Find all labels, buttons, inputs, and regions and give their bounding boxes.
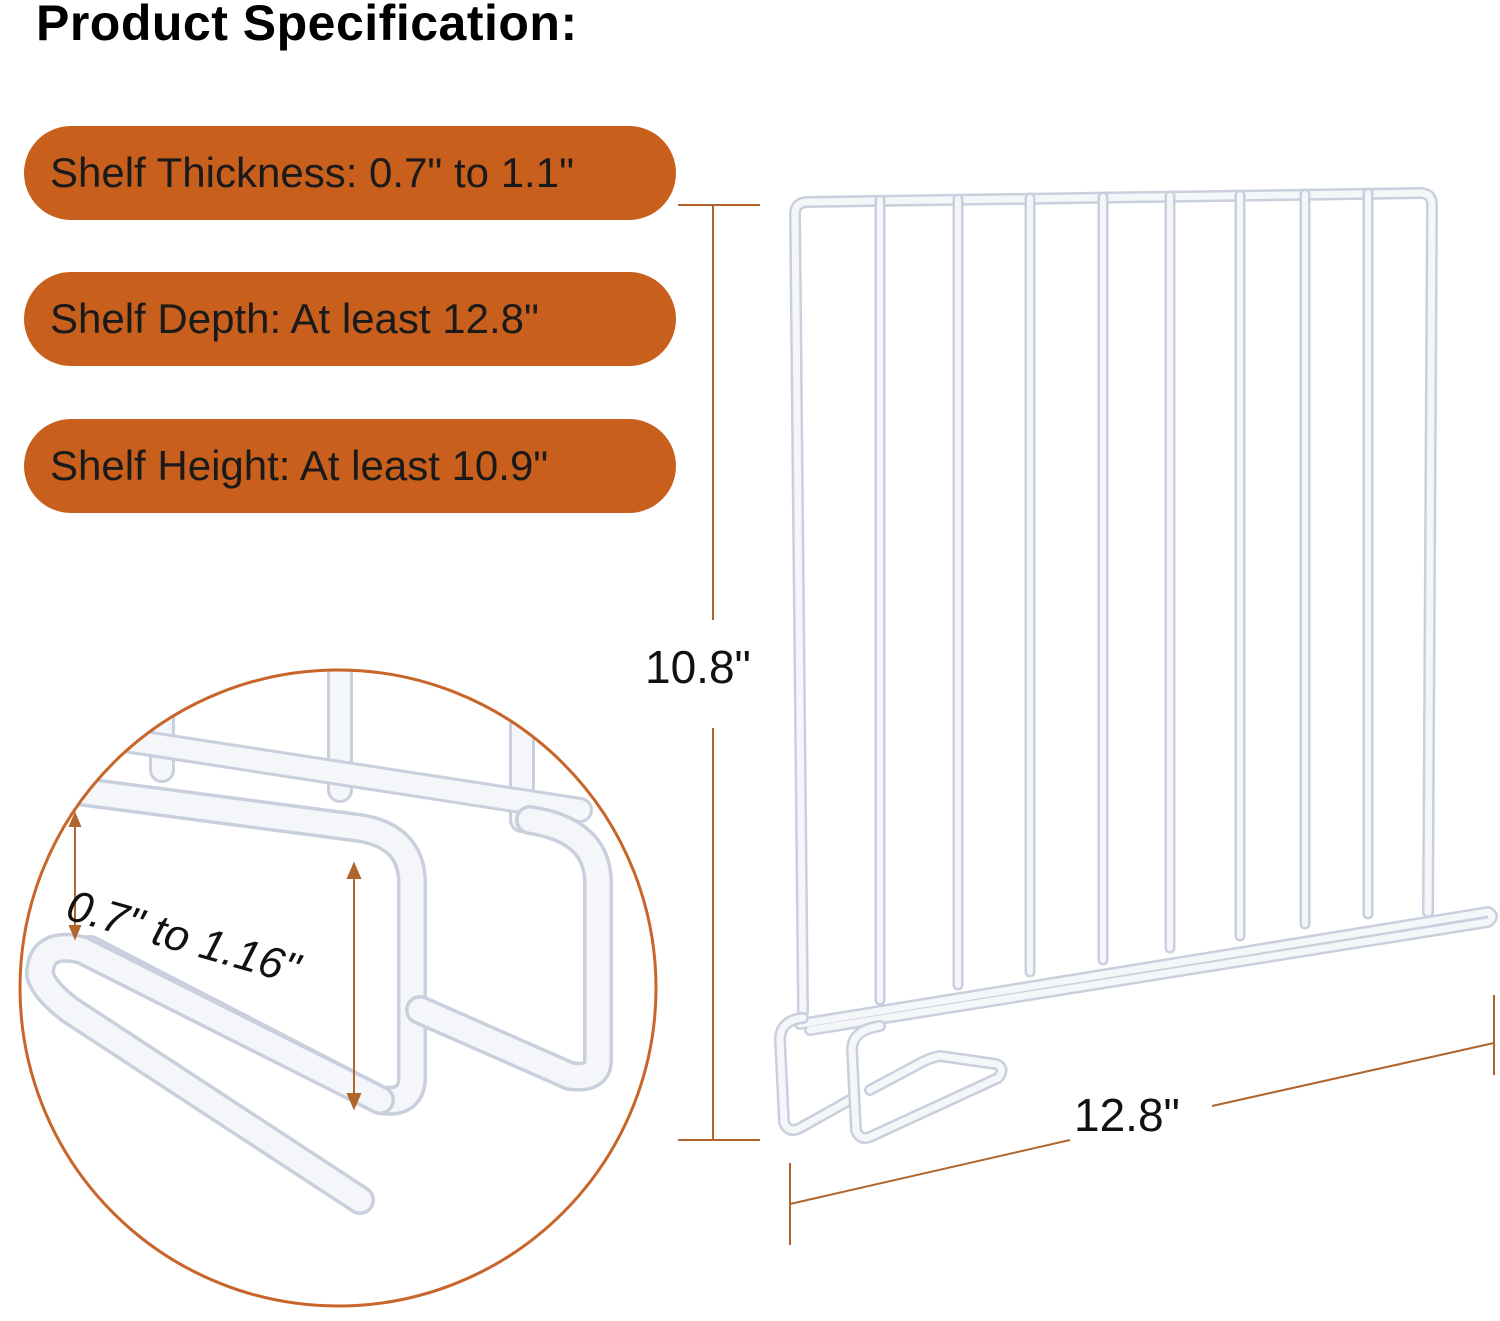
detail-arrow-left bbox=[68, 811, 82, 941]
spec-shelf-thickness: Shelf Thickness: 0.7" to 1.1" bbox=[24, 126, 676, 220]
detail-arrow-right bbox=[346, 861, 362, 1111]
detail-rail bbox=[47, 717, 593, 823]
spec-shelf-height: Shelf Height: At least 10.9" bbox=[24, 419, 676, 513]
detail-loop bbox=[25, 932, 395, 1215]
wire-shelf-divider bbox=[774, 187, 1498, 1144]
divider-rods bbox=[874, 187, 1374, 1006]
width-dimension-label: 12.8" bbox=[1074, 1089, 1180, 1141]
detail-circle bbox=[18, 668, 658, 1308]
width-dimension-line bbox=[789, 995, 1495, 1245]
detail-front-hook bbox=[405, 805, 613, 1092]
height-dimension-label: 10.8" bbox=[645, 641, 751, 693]
spec-shelf-depth: Shelf Depth: At least 12.8" bbox=[24, 272, 676, 366]
height-dimension-line bbox=[678, 204, 760, 1141]
page-title: Product Specification: bbox=[36, 0, 578, 51]
